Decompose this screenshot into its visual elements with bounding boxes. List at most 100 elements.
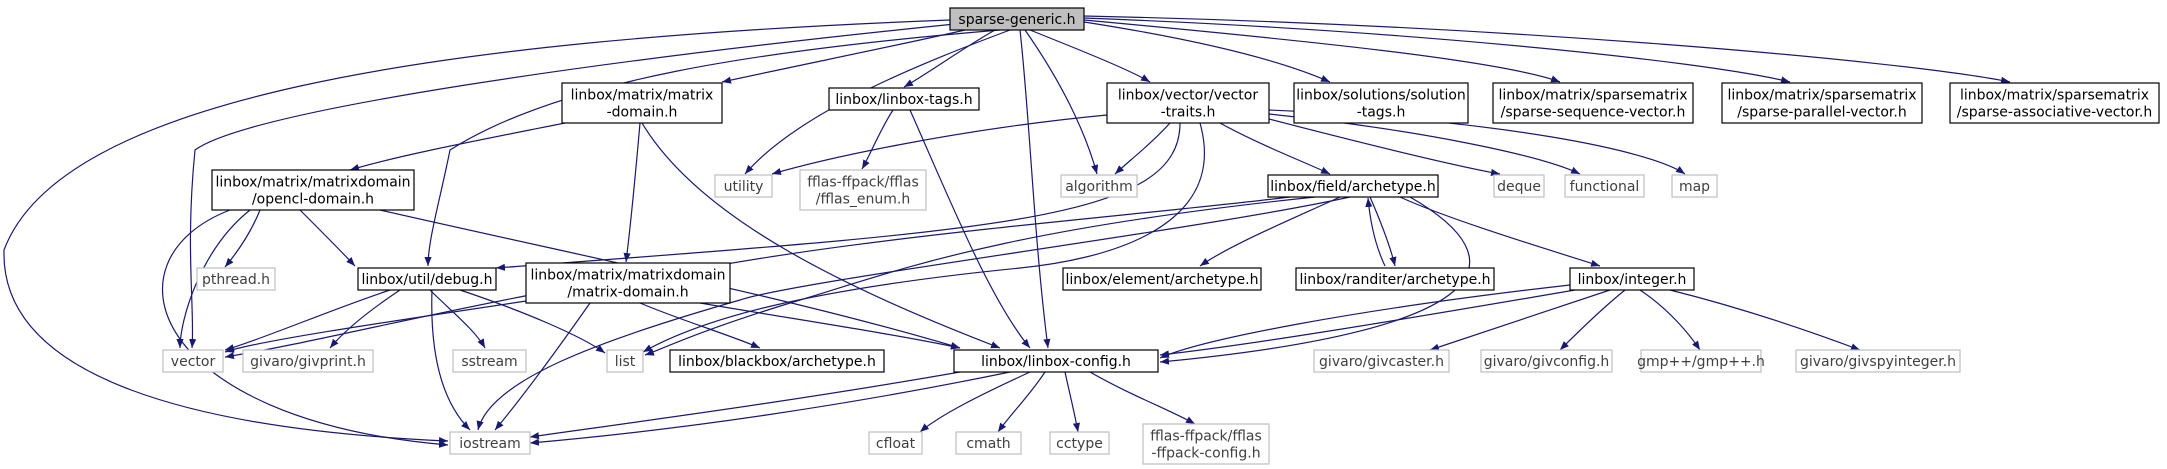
include-node-farch[interactable]: linbox/field/archetype.h xyxy=(1267,174,1439,198)
node-label: linbox/linbox-config.h xyxy=(981,354,1131,370)
node-label: /fflas_enum.h xyxy=(816,192,910,208)
dependency-edge xyxy=(642,122,1205,353)
node-label: linbox/solutions/solution xyxy=(1296,88,1466,104)
include-node-utility: utility xyxy=(714,174,773,198)
include-node-list: list xyxy=(606,349,644,373)
dependency-edge xyxy=(771,114,1108,175)
dependency-edge xyxy=(224,289,391,351)
dependency-edge xyxy=(1159,284,1571,359)
dependency-edge xyxy=(176,209,251,349)
node-label: iostream xyxy=(459,436,521,452)
include-node-sstream: sstream xyxy=(452,349,527,373)
include-node-sav[interactable]: linbox/matrix/sparsematrix/sparse-associ… xyxy=(1949,82,2160,124)
node-label: givaro/givcaster.h xyxy=(1319,354,1444,370)
dependency-edge xyxy=(1159,289,1576,358)
dependency-edge xyxy=(641,122,1001,349)
dependency-edge xyxy=(1199,196,1341,267)
dependency-edge xyxy=(699,302,961,350)
include-node-root[interactable]: sparse-generic.h xyxy=(949,7,1085,31)
include-node-cfloat: cfloat xyxy=(868,431,923,455)
include-node-ocl[interactable]: linbox/matrix/matrixdomain/opencl-domain… xyxy=(211,169,415,211)
include-node-givconfig: givaro/givconfig.h xyxy=(1480,349,1613,373)
dependency-edge xyxy=(529,371,961,440)
include-node-config[interactable]: linbox/linbox-config.h xyxy=(953,349,1159,373)
include-node-md[interactable]: linbox/matrix/matrix-domain.h xyxy=(561,82,723,124)
node-label: linbox/element/archetype.h xyxy=(1066,272,1259,288)
dependency-edge xyxy=(1219,122,1331,175)
include-node-debug[interactable]: linbox/util/debug.h xyxy=(357,267,497,291)
node-label: givaro/givspyinteger.h xyxy=(1800,354,1956,370)
node-label: -domain.h xyxy=(607,105,678,121)
node-label: linbox/vector/vector xyxy=(1118,88,1258,104)
include-node-algo: algorithm xyxy=(1060,174,1138,198)
include-node-ssv[interactable]: linbox/matrix/sparsematrix/sparse-sequen… xyxy=(1492,82,1694,124)
dependency-edge xyxy=(495,122,1181,271)
node-label: gmp++/gmp++.h xyxy=(1637,354,1765,370)
node-label: cmath xyxy=(966,436,1010,452)
node-label: functional xyxy=(1570,179,1640,195)
include-node-cctype: cctype xyxy=(1049,431,1110,455)
node-label: cfloat xyxy=(876,436,916,452)
dependency-edge xyxy=(431,289,471,431)
dependency-edge xyxy=(1559,289,1626,351)
node-label: /sparse-associative-vector.h xyxy=(1957,105,2153,121)
node-label: sparse-generic.h xyxy=(958,12,1075,28)
include-node-fenum: fflas-ffpack/fflas/fflas_enum.h xyxy=(799,169,927,211)
dependency-edge xyxy=(189,23,956,349)
node-label: pthread.h xyxy=(202,272,270,288)
node-label: linbox/util/debug.h xyxy=(361,272,492,288)
dependency-edge xyxy=(861,109,894,170)
dependency-edge xyxy=(1669,289,1861,351)
include-node-vt[interactable]: linbox/vector/vector-traits.h xyxy=(1106,82,1270,124)
node-label: /matrix-domain.h xyxy=(567,285,688,301)
dependency-edge xyxy=(909,109,1031,349)
node-label: fflas-ffpack/fflas xyxy=(1150,429,1262,445)
node-label: linbox/integer.h xyxy=(1578,272,1687,288)
include-node-barch[interactable]: linbox/blackbox/archetype.h xyxy=(669,349,885,373)
include-node-earch[interactable]: linbox/element/archetype.h xyxy=(1062,267,1262,291)
dependency-edge xyxy=(1064,371,1080,433)
dependency-edge xyxy=(429,289,486,349)
node-label: givaro/givconfig.h xyxy=(1484,354,1610,370)
dependency-edge xyxy=(1159,196,1471,365)
node-label: map xyxy=(1679,179,1710,195)
include-node-givspy: givaro/givspyinteger.h xyxy=(1795,349,1961,373)
include-node-givcaster: givaro/givcaster.h xyxy=(1313,349,1450,373)
dependency-edge xyxy=(494,302,591,431)
include-node-spv[interactable]: linbox/matrix/sparsematrix/sparse-parall… xyxy=(1721,82,1923,124)
include-node-tags[interactable]: linbox/linbox-tags.h xyxy=(828,87,980,111)
dependency-edge xyxy=(1029,29,1151,83)
dependency-edge xyxy=(903,29,996,88)
dependency-edge xyxy=(1399,196,1601,267)
include-node-givprint: givaro/givprint.h xyxy=(242,349,374,373)
include-node-mdmd[interactable]: linbox/matrix/matrixdomain/matrix-domain… xyxy=(525,262,731,304)
dependency-edge xyxy=(1083,17,1791,84)
node-label: linbox/matrix/sparsematrix xyxy=(1960,88,2149,104)
include-node-iostream: iostream xyxy=(449,431,531,455)
dependency-edge xyxy=(1083,15,2011,84)
node-label: linbox/matrix/sparsematrix xyxy=(1727,88,1916,104)
node-label: linbox/randiter/archetype.h xyxy=(1299,272,1490,288)
node-label: linbox/matrix/matrixdomain xyxy=(215,175,410,191)
include-node-vector: vector xyxy=(162,349,224,373)
dependency-edge xyxy=(1369,196,1397,267)
dependency-edge xyxy=(623,122,641,263)
dependency-edge xyxy=(3,19,951,445)
include-node-sol[interactable]: linbox/solutions/solution-tags.h xyxy=(1293,82,1469,124)
include-node-integer[interactable]: linbox/integer.h xyxy=(1569,267,1695,291)
node-label: /sparse-sequence-vector.h xyxy=(1501,105,1686,121)
node-label: sstream xyxy=(461,354,517,370)
node-label: list xyxy=(615,354,636,370)
include-node-func: functional xyxy=(1564,174,1645,198)
dependency-edge xyxy=(721,29,966,84)
node-label: linbox/matrix/matrix xyxy=(571,88,714,104)
dependency-edge xyxy=(349,122,566,171)
dependency-edge xyxy=(644,196,1316,356)
node-label: deque xyxy=(1497,179,1541,195)
node-label: cctype xyxy=(1056,436,1103,452)
dependency-edge xyxy=(1365,197,1386,267)
include-node-rarch[interactable]: linbox/randiter/archetype.h xyxy=(1295,267,1495,291)
dependency-nodes: sparse-generic.h linbox/matrix/matrix-dom… xyxy=(162,7,2160,465)
node-label: algorithm xyxy=(1065,179,1133,195)
